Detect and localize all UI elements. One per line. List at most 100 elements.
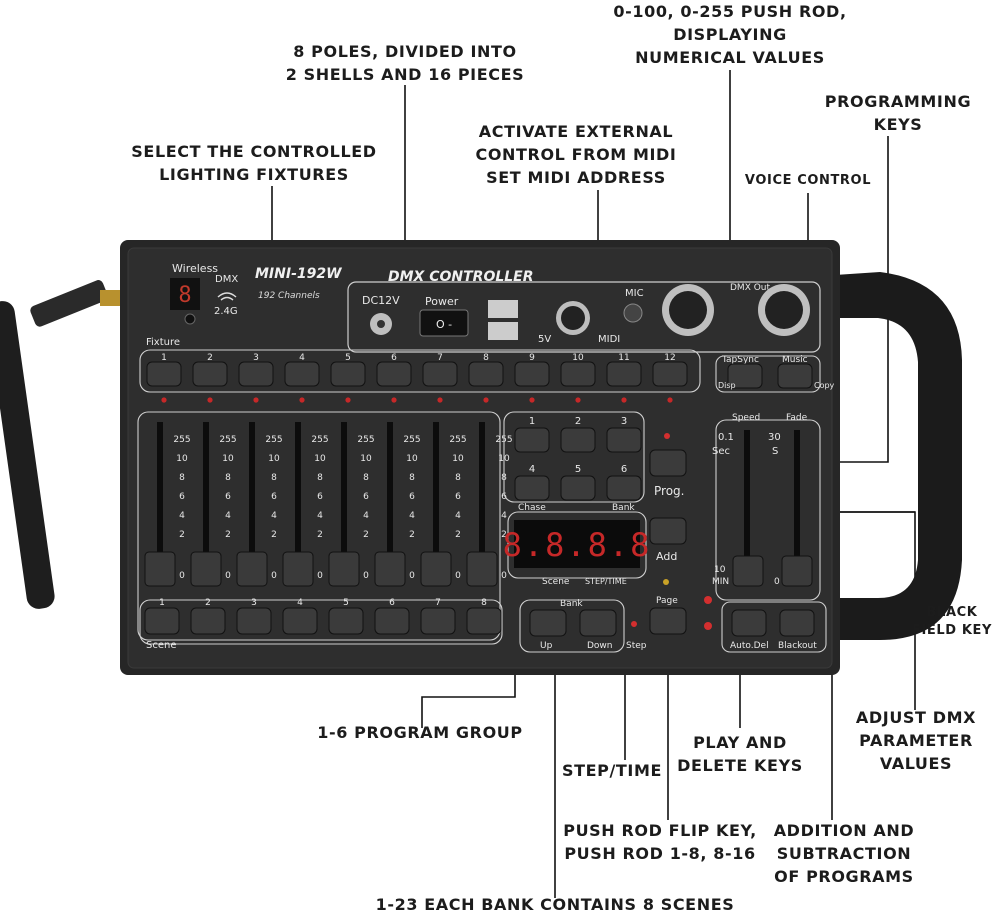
page-button[interactable] [649,607,687,635]
fixture-button-7[interactable] [422,361,458,387]
fixture-button-8[interactable] [468,361,504,387]
fixture-number: 1 [161,353,167,363]
scene-footer-label: Scene [146,640,177,651]
scene-button-8[interactable] [466,607,502,635]
speed-label: Speed [732,413,760,423]
fixture-button-5[interactable] [330,361,366,387]
channel-fader-2[interactable] [190,551,222,587]
fixture-button-11[interactable] [606,361,642,387]
callout-line: PLAY AND [693,733,787,752]
callout-line: FIELD KEY [912,623,992,638]
blackout-button[interactable] [779,609,815,637]
wireless-digit: 8 [178,283,191,308]
fixture-button-6[interactable] [376,361,412,387]
program-button-3[interactable] [606,427,642,453]
fader-scale-label: 8 [409,473,415,483]
scene-button-4[interactable] [282,607,318,635]
callout-line: PROGRAMMING [824,92,972,111]
scene-button-1[interactable] [144,607,180,635]
fader-track [203,422,209,572]
fixture-number: 4 [299,353,305,363]
channel-fader-7[interactable] [420,551,452,587]
scene-button-7[interactable] [420,607,456,635]
fixture-button-9[interactable] [514,361,550,387]
fader-scale-label: 8 [271,473,277,483]
fixture-button-4[interactable] [284,361,320,387]
fader-track [433,422,439,572]
program-button-1[interactable] [514,427,550,453]
fader-scale-label: 6 [363,492,369,502]
callout-adjust-dmx: ADJUST DMX PARAMETER VALUES [838,706,994,775]
usb-5v-label: 5V [538,334,551,345]
fader-track [295,422,301,572]
speed-max-value: 0.1 [718,432,734,443]
fade-min-value: 0 [774,577,780,587]
bank-up-button[interactable] [529,609,567,637]
fixture-led [345,397,351,403]
fade-fader[interactable] [781,555,813,587]
fader-zero-label: 0 [317,571,323,581]
fixture-button-3[interactable] [238,361,274,387]
channel-fader-1[interactable] [144,551,176,587]
program-button-4[interactable] [514,475,550,501]
program-button-5[interactable] [560,475,596,501]
fader-track [479,422,485,572]
channel-fader-5[interactable] [328,551,360,587]
auto-del-button[interactable] [731,609,767,637]
callout-line: VOICE CONTROL [744,173,872,188]
fader-scale-label: 10 [360,454,372,464]
dmx-label: DMX [215,274,238,285]
fixture-button-2[interactable] [192,361,228,387]
channel-fader-4[interactable] [282,551,314,587]
fader-scale-label: 6 [179,492,185,502]
speed-fader[interactable] [732,555,764,587]
antenna [0,280,124,609]
usb-port-1 [488,300,518,318]
fixture-button-12[interactable] [652,361,688,387]
fixture-number: 5 [345,353,351,363]
callout-line: 1-23 EACH BANK CONTAINS 8 SCENES [375,895,735,914]
fixture-number: 3 [253,353,259,363]
fixture-button-10[interactable] [560,361,596,387]
callout-line: STEP/TIME [561,761,663,780]
fader-scale-label: 10 [452,454,464,464]
program-button-6[interactable] [606,475,642,501]
channel-fader-8[interactable] [466,551,498,587]
fader-scale-label: 2 [363,530,369,540]
tap-sync-label: TapSync [721,355,759,365]
fader-scale-label: 6 [225,492,231,502]
fixture-button-1[interactable] [146,361,182,387]
tap-sync-button[interactable] [727,363,763,389]
fixture-number: 10 [572,353,584,363]
fader-zero-label: 0 [179,571,185,581]
callout-flip-key: PUSH ROD FLIP KEY, PUSH ROD 1-8, 8-16 [552,819,768,865]
device-title: DMX CONTROLLER [388,269,534,285]
fader-zero-label: 0 [501,571,507,581]
music-button[interactable] [777,363,813,389]
scene-number: 1 [159,598,165,608]
callout-step-time: STEP/TIME [548,759,676,782]
callout-line: 2 SHELLS AND 16 PIECES [285,65,525,84]
chase-label: Chase [518,503,546,513]
mic-hole [623,303,643,323]
add-button[interactable] [649,517,687,545]
callout-program-group: 1-6 PROGRAM GROUP [300,721,540,744]
callout-line: KEYS [873,115,923,134]
fixture-led [253,397,259,403]
add-label: Add [656,550,677,563]
prog-button[interactable] [649,449,687,477]
bank-down-button[interactable] [579,609,617,637]
program-number: 2 [575,416,581,427]
pair-button[interactable] [184,313,196,325]
scene-button-5[interactable] [328,607,364,635]
scene-button-6[interactable] [374,607,410,635]
fader-track [341,422,347,572]
scene-button-3[interactable] [236,607,272,635]
channel-fader-6[interactable] [374,551,406,587]
power-switch[interactable] [419,309,469,337]
fader-scale-label: 255 [173,435,190,445]
channel-fader-3[interactable] [236,551,268,587]
scene-button-2[interactable] [190,607,226,635]
program-button-2[interactable] [560,427,596,453]
